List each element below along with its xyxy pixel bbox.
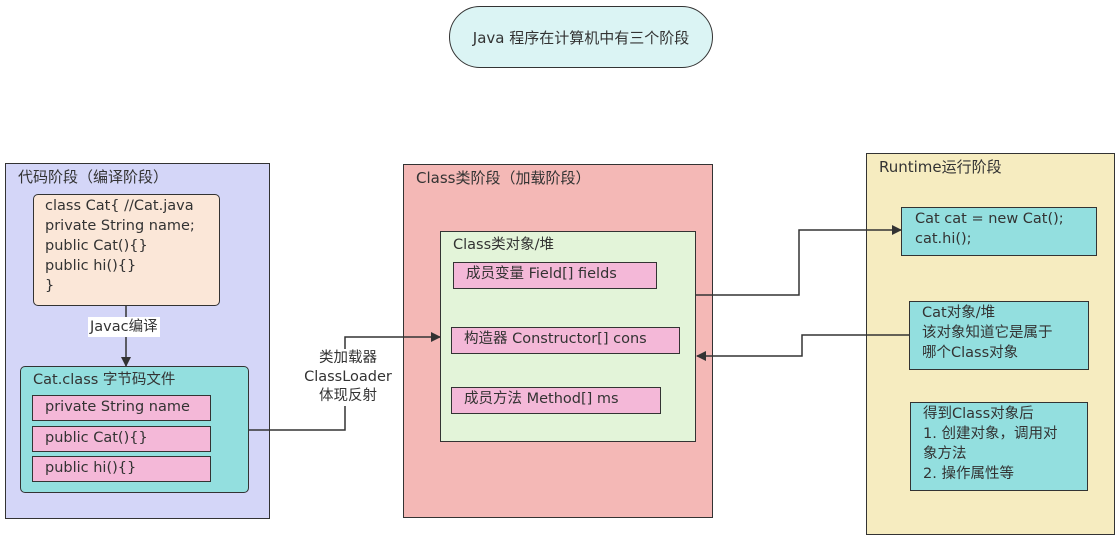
cat-object-box: Cat对象/堆该对象知道它是属于哪个Class对象 (909, 301, 1089, 370)
source-line: public hi(){} (45, 258, 137, 274)
after-class-object-box: 得到Class对象后 1. 创建对象，调用对象方法 2. 操作属性等 (910, 402, 1088, 491)
source-code-box: class Cat{ //Cat.java private String name… (33, 194, 220, 306)
source-line: private String name; (45, 218, 195, 234)
bytecode-item: public hi(){} (32, 456, 211, 482)
classloader-label-line: 体现反射 (319, 388, 377, 404)
after-line: 象方法 (923, 446, 967, 462)
source-line: } (45, 278, 55, 294)
class-stage-title: Class类阶段（加载阶段） (416, 169, 591, 187)
back-to-class-arrow (696, 334, 909, 361)
cat-object-line: 哪个Class对象 (922, 345, 1019, 361)
source-line: public Cat(){} (45, 238, 148, 254)
constructors-item: 构造器 Constructor[] cons (451, 327, 680, 354)
bytecode-file-title: Cat.class 字节码文件 (33, 372, 176, 388)
fields-item: 成员变量 Field[] fields (453, 262, 657, 289)
runtime-code-line: cat.hi(); (915, 231, 972, 247)
bytecode-item: public Cat(){} (32, 426, 211, 452)
diagram-title: Java 程序在计算机中有三个阶段 (449, 6, 713, 68)
classloader-label: 类加载器 ClassLoader 体现反射 (293, 349, 403, 406)
after-line: 得到Class对象后 (923, 406, 1034, 422)
classloader-label-line: ClassLoader (304, 369, 392, 385)
runtime-code-line: Cat cat = new Cat(); (915, 211, 1064, 227)
javac-compile-label: Javac编译 (88, 317, 160, 337)
cat-object-line: Cat对象/堆 (922, 305, 996, 321)
to-runtime-arrow (696, 225, 902, 296)
classloader-label-line: 类加载器 (319, 350, 377, 366)
source-line: class Cat{ //Cat.java (45, 198, 194, 214)
code-stage-title: 代码阶段（编译阶段） (18, 168, 169, 186)
cat-object-line: 该对象知道它是属于 (922, 325, 1053, 341)
diagram-title-text: Java 程序在计算机中有三个阶段 (472, 28, 690, 47)
after-line: 1. 创建对象，调用对 (923, 426, 1058, 442)
bytecode-item: private String name (32, 395, 211, 421)
after-line: 2. 操作属性等 (923, 466, 1014, 482)
runtime-stage-title: Runtime运行阶段 (879, 158, 1002, 176)
methods-item: 成员方法 Method[] ms (451, 387, 661, 414)
class-object-title: Class类对象/堆 (453, 237, 555, 253)
runtime-code-box: Cat cat = new Cat(); cat.hi(); (901, 207, 1097, 256)
